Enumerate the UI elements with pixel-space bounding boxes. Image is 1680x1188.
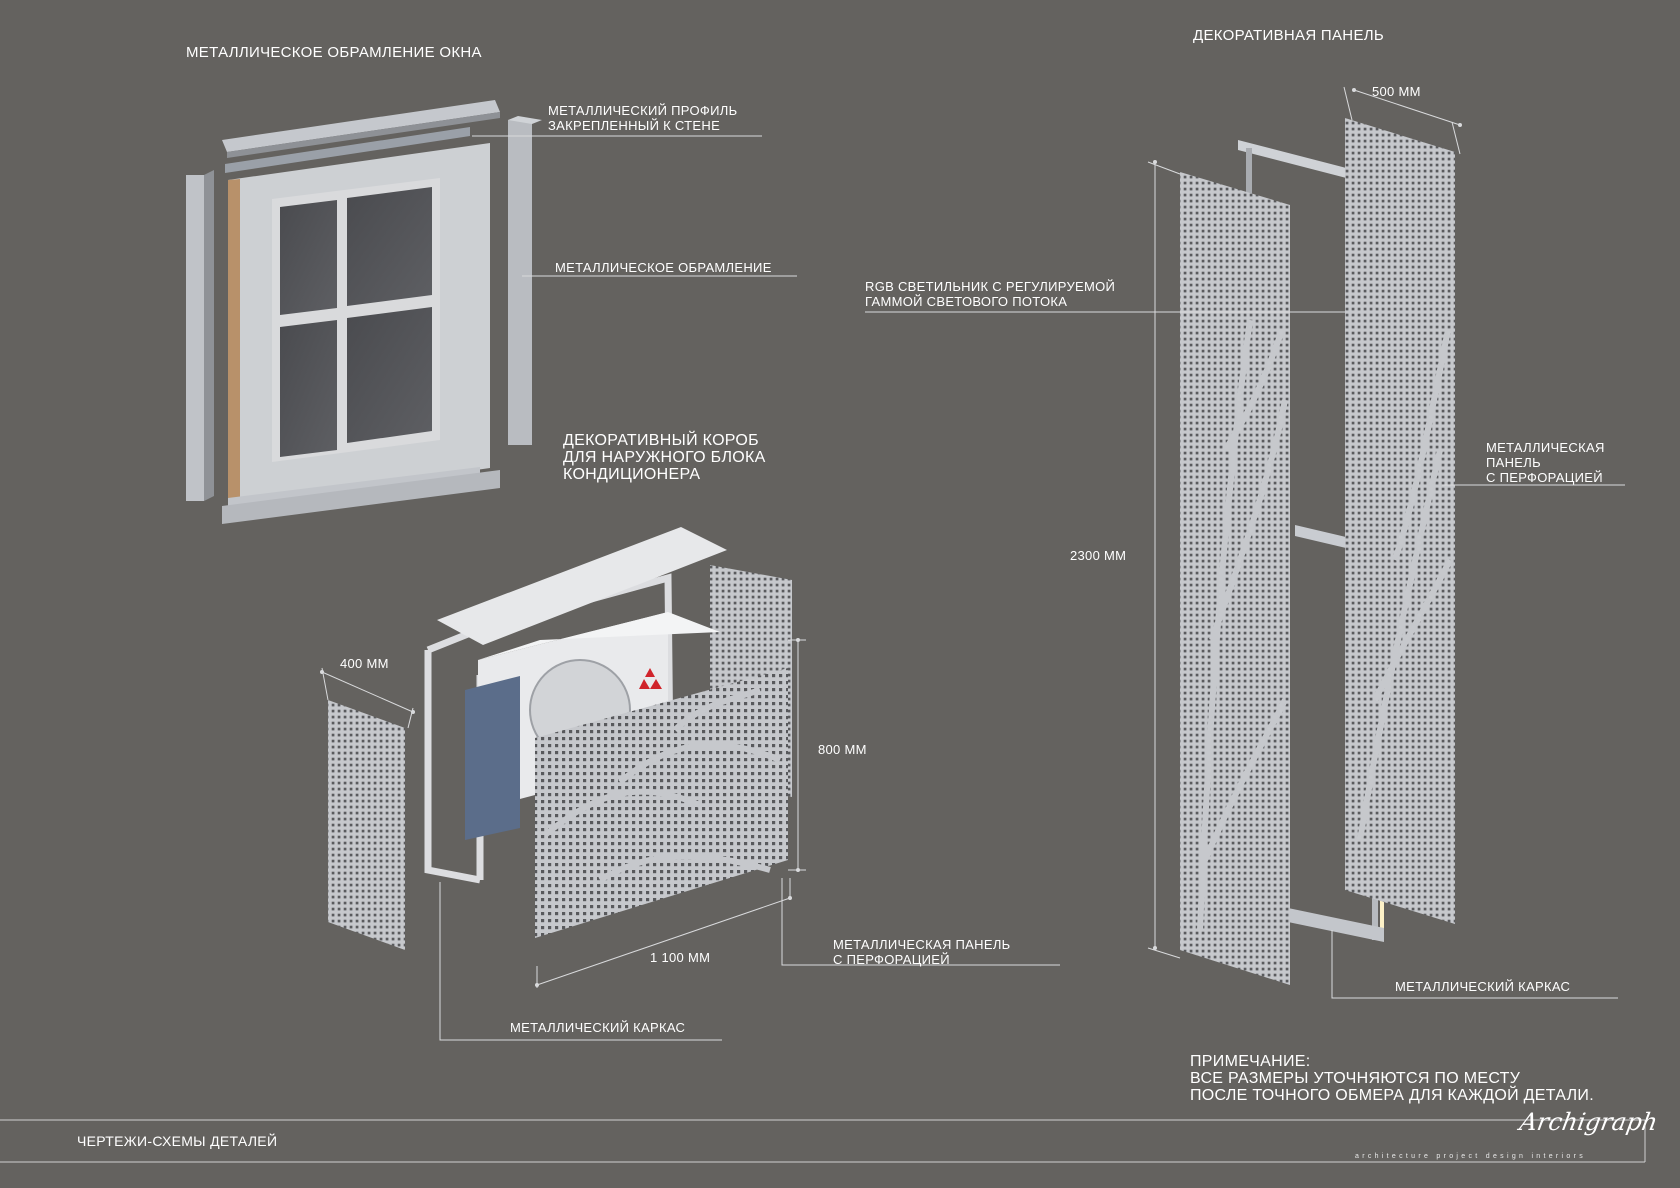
leader-lines	[321, 86, 1625, 1041]
rgb-light-label: RGB СВЕТИЛЬНИК С РЕГУЛИРУЕМОЙ ГАММОЙ СВЕ…	[865, 279, 1116, 309]
ac-box-illustration	[328, 527, 792, 950]
logo-tagline: architecture project design interiors	[1355, 1153, 1587, 1160]
window-frame-illustration	[186, 100, 542, 524]
decorative-panel-illustration	[1180, 118, 1455, 985]
panel-section-title: ДЕКОРАТИВНАЯ ПАНЕЛЬ	[1193, 27, 1385, 44]
window-frame-label: МЕТАЛЛИЧЕСКОЕ ОБРАМЛЕНИЕ	[555, 260, 772, 275]
box-height-dimension: 800 ММ	[818, 742, 867, 757]
panel-height-dimension: 2300 ММ	[1070, 548, 1127, 563]
note-line-1: ВСЕ РАЗМЕРЫ УТОЧНЯЮТСЯ ПО МЕСТУ	[1190, 1070, 1521, 1087]
note-line-2: ПОСЛЕ ТОЧНОГО ОБМЕРА ДЛЯ КАЖДОЙ ДЕТАЛИ.	[1190, 1087, 1594, 1104]
dimension-ticks	[320, 88, 1462, 987]
perforated-panel-right-label: МЕТАЛЛИЧЕСКАЯ ПАНЕЛЬ С ПЕРФОРАЦИЕЙ	[1486, 440, 1605, 485]
window-section-title: МЕТАЛЛИЧЕСКОЕ ОБРАМЛЕНИЕ ОКНА	[186, 44, 482, 61]
footer-title: ЧЕРТЕЖИ-СХЕМЫ ДЕТАЛЕЙ	[77, 1133, 278, 1149]
archigraph-logo: Archigraph	[1517, 1108, 1660, 1136]
panel-frame-label: МЕТАЛЛИЧЕСКИЙ КАРКАС	[1395, 979, 1571, 994]
box-section-title: ДЕКОРАТИВНЫЙ КОРОБ ДЛЯ НАРУЖНОГО БЛОКА К…	[563, 432, 766, 483]
box-frame-label: МЕТАЛЛИЧЕСКИЙ КАРКАС	[510, 1020, 686, 1035]
box-width-dimension: 1 100 ММ	[650, 950, 711, 965]
box-perforated-panel-label: МЕТАЛЛИЧЕСКАЯ ПАНЕЛЬ С ПЕРФОРАЦИЕЙ	[833, 937, 1011, 967]
note-heading: ПРИМЕЧАНИЕ:	[1190, 1053, 1311, 1070]
box-depth-dimension: 400 ММ	[340, 656, 389, 671]
wall-profile-label: МЕТАЛЛИЧЕСКИЙ ПРОФИЛЬ ЗАКРЕПЛЕННЫЙ К СТЕ…	[548, 103, 738, 133]
panel-width-dimension: 500 ММ	[1372, 84, 1421, 99]
footer-frame	[0, 1119, 1646, 1163]
brand-logo-icon	[639, 668, 662, 689]
